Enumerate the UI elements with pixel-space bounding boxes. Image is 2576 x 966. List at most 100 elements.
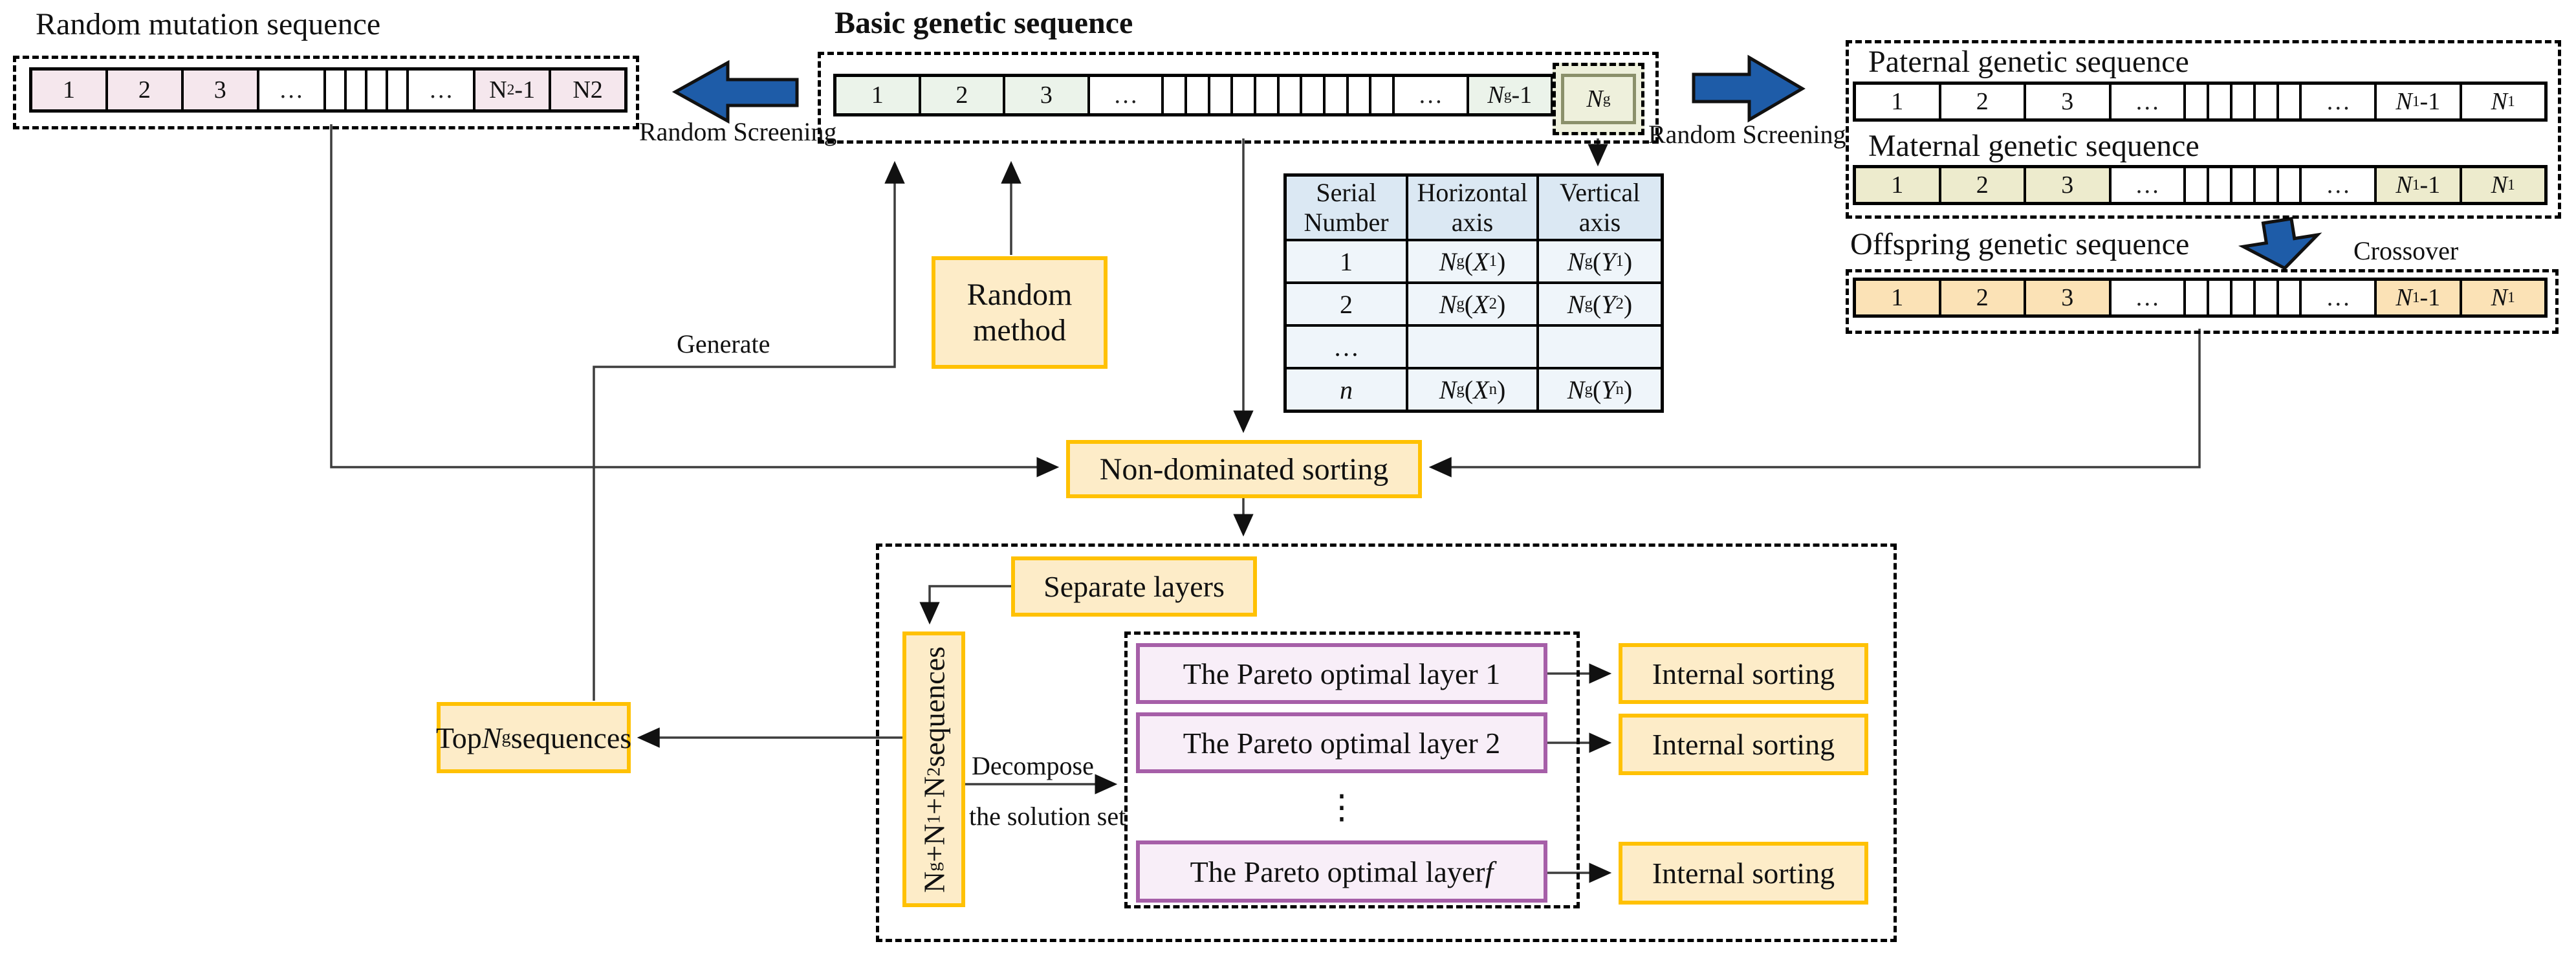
sequence-cell-empty bbox=[2278, 281, 2302, 314]
pareto-layers-dashed-box bbox=[1124, 631, 1580, 908]
generate-label: Generate bbox=[677, 329, 770, 358]
sequence-cell-empty bbox=[1256, 77, 1280, 113]
maternal-sequence-title: Maternal genetic sequence bbox=[1868, 129, 2199, 163]
table-header-cell: Horizontal axis bbox=[1408, 177, 1536, 239]
sequence-cell-empty bbox=[1302, 77, 1326, 113]
pareto-layers-ellipsis: ⋮ bbox=[1325, 789, 1359, 826]
sequence-cell-empty bbox=[2278, 85, 2302, 118]
sequence-cell: 2 bbox=[1941, 281, 2026, 314]
pareto-layer-1-box: The Pareto optimal layer 1 bbox=[1136, 643, 1547, 704]
basic-sequence-dashed-box bbox=[818, 52, 1659, 144]
non-dominated-sorting-box: Non-dominated sorting bbox=[1066, 440, 1422, 498]
table-cell bbox=[1539, 327, 1661, 367]
sequence-cell-empty bbox=[2255, 85, 2279, 118]
sequence-cell-empty bbox=[346, 71, 367, 109]
sequence-cell-empty bbox=[2232, 281, 2256, 314]
random-screening-left-arrow-icon bbox=[671, 60, 799, 124]
sequence-cell-empty bbox=[2278, 168, 2302, 202]
sequence-cell: 2 bbox=[1941, 85, 2026, 118]
sequence-cell-ellipsis: … bbox=[2302, 281, 2377, 314]
separate-layers-box: Separate layers bbox=[1011, 556, 1257, 617]
sequence-cell: 1 bbox=[836, 77, 921, 113]
sequence-cell-ellipsis: … bbox=[2302, 168, 2377, 202]
crossover-label: Crossover bbox=[2353, 236, 2459, 265]
offspring-sequence-title: Offspring genetic sequence bbox=[1850, 227, 2190, 261]
table-cell bbox=[1408, 327, 1536, 367]
random-mutation-title: Random mutation sequence bbox=[36, 7, 381, 41]
sequence-cell-empty bbox=[1371, 77, 1395, 113]
sequence-cell: 1 bbox=[1856, 168, 1941, 202]
sequence-cell-ellipsis: … bbox=[1394, 77, 1469, 113]
sequence-cell: 1 bbox=[32, 71, 108, 109]
internal-sorting-box-3: Internal sorting bbox=[1619, 842, 1868, 905]
paternal-sequence-title: Paternal genetic sequence bbox=[1868, 45, 2189, 79]
sequence-cell-empty bbox=[1233, 77, 1256, 113]
coordinate-table: Serial Number Horizontal axis Vertical a… bbox=[1283, 173, 1664, 413]
sequence-cell-ellipsis: … bbox=[259, 71, 326, 109]
random-screening-right-label: Random Screening bbox=[1648, 120, 1846, 149]
random-method-box: Random method bbox=[932, 256, 1108, 369]
sequence-cell: 1 bbox=[1856, 281, 1941, 314]
line-mutation-to-nondominated bbox=[330, 124, 1060, 478]
parent-sequences-dashed-box bbox=[1846, 40, 2561, 219]
sequence-cell-empty bbox=[1164, 77, 1188, 113]
sequence-cell-ellipsis: … bbox=[1089, 77, 1164, 113]
table-cell: … bbox=[1287, 327, 1406, 367]
sequence-cell-ellipsis: … bbox=[2111, 85, 2187, 118]
sequence-cell-empty bbox=[2186, 168, 2209, 202]
sequence-cell: 3 bbox=[1005, 77, 1090, 113]
sequence-cell-empty bbox=[2255, 281, 2279, 314]
sequence-cell-ellipsis: … bbox=[2302, 85, 2377, 118]
sequence-cell-empty bbox=[2209, 168, 2232, 202]
random-screening-right-arrow-icon bbox=[1692, 54, 1806, 123]
decompose-label-line2: the solution set bbox=[969, 802, 1126, 831]
sequence-cell-empty bbox=[2186, 281, 2209, 314]
line-offspring-to-nondominated bbox=[1428, 329, 2201, 478]
table-cell: 2 bbox=[1287, 284, 1406, 324]
basic-sequence-title: Basic genetic sequence bbox=[835, 6, 1133, 40]
sequence-cell: 3 bbox=[2026, 168, 2112, 202]
sequence-cell-empty bbox=[2255, 168, 2279, 202]
sequence-cell-ellipsis: … bbox=[2111, 168, 2187, 202]
sequence-cell-empty bbox=[1325, 77, 1349, 113]
sequence-cell-empty bbox=[2209, 85, 2232, 118]
sequence-cell-empty bbox=[1279, 77, 1303, 113]
table-header-cell: Vertical axis bbox=[1539, 177, 1661, 239]
pareto-layer-2-box: The Pareto optimal layer 2 bbox=[1136, 712, 1547, 773]
sorting-group-dashed-box bbox=[876, 543, 1897, 942]
sequence-cell-empty bbox=[2232, 168, 2256, 202]
crossover-down-arrow-icon bbox=[2238, 217, 2322, 270]
table-header-cell: Serial Number bbox=[1287, 177, 1406, 239]
table-cell: 1 bbox=[1287, 241, 1406, 281]
table-cell: n bbox=[1287, 369, 1406, 410]
sequence-cell-ellipsis: … bbox=[409, 71, 476, 109]
sequence-cell: 3 bbox=[183, 71, 259, 109]
sequence-cell-empty bbox=[388, 71, 409, 109]
random-screening-left-label: Random Screening bbox=[639, 117, 837, 146]
sequence-cell: 3 bbox=[2026, 85, 2112, 118]
line-generate-topng-to-basic bbox=[593, 160, 905, 701]
sequence-cell-empty bbox=[2186, 85, 2209, 118]
random-mutation-dashed-box bbox=[13, 56, 639, 129]
sequence-cell: 2 bbox=[1941, 168, 2026, 202]
offspring-dashed-box bbox=[1846, 269, 2559, 334]
